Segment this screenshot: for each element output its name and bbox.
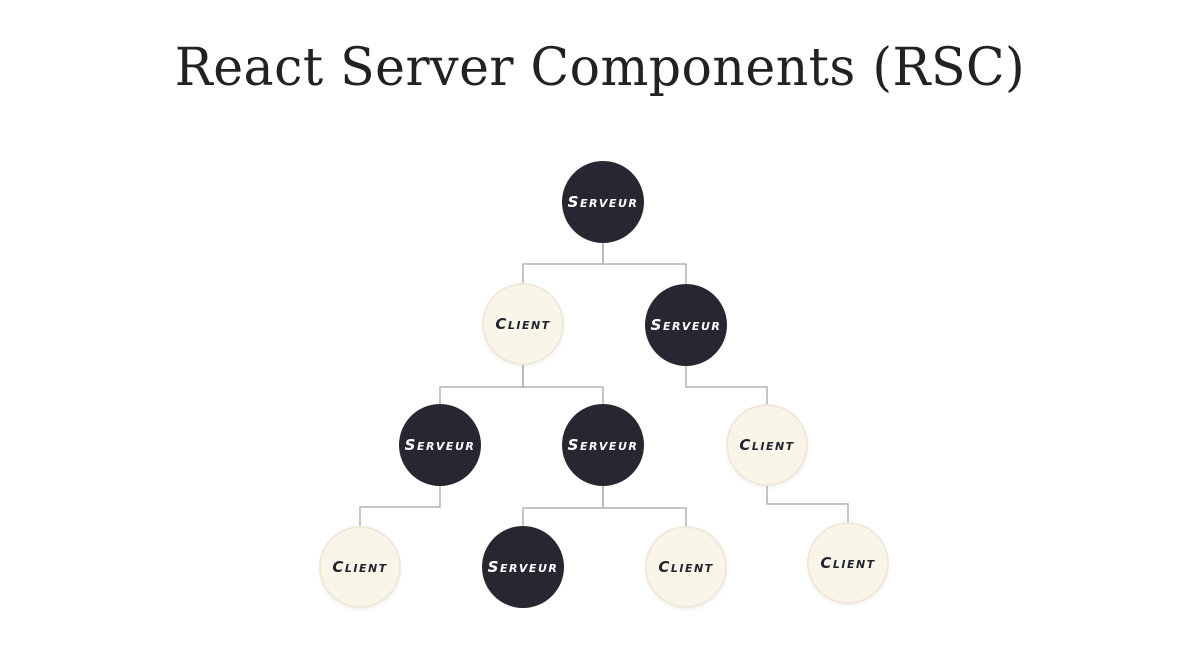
node-label: Client <box>658 557 714 576</box>
tree-node-client: Client <box>726 404 808 486</box>
tree-edge <box>359 486 441 526</box>
node-label: Serveur <box>567 192 639 211</box>
tree-edge <box>522 486 604 526</box>
node-label: Client <box>332 557 388 576</box>
node-label: Serveur <box>650 315 722 334</box>
node-label: Client <box>495 314 551 333</box>
page-title: React Server Components (RSC) <box>174 38 1026 98</box>
tree-node-client: Client <box>807 522 889 604</box>
tree-node-server: Serveur <box>562 161 644 243</box>
tree-edge <box>522 243 604 283</box>
tree-node-client: Client <box>482 283 564 365</box>
tree-edge <box>602 243 687 284</box>
node-label: Client <box>820 553 876 572</box>
tree-edge <box>766 486 849 522</box>
tree-node-client: Client <box>319 526 401 608</box>
tree-edge <box>685 366 768 404</box>
tree-node-server: Serveur <box>562 404 644 486</box>
tree-node-client: Client <box>645 526 727 608</box>
tree-node-server: Serveur <box>645 284 727 366</box>
node-label: Serveur <box>487 557 559 576</box>
tree-edge <box>602 486 687 526</box>
tree-edge <box>522 365 604 404</box>
node-label: Serveur <box>404 435 476 454</box>
tree-node-server: Serveur <box>399 404 481 486</box>
node-label: Serveur <box>567 435 639 454</box>
tree-edge <box>439 365 524 404</box>
tree-node-server: Serveur <box>482 526 564 608</box>
node-label: Client <box>739 435 795 454</box>
